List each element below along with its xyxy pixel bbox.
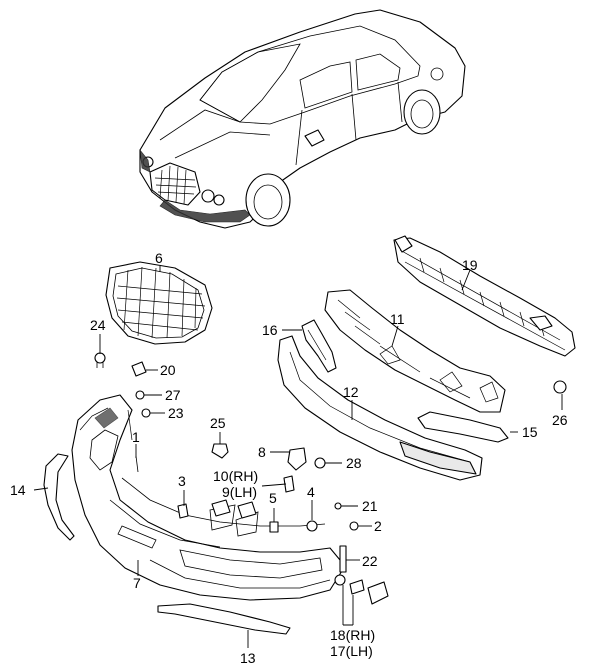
callout-9: 9(LH) [222, 484, 257, 500]
sedan-illustration [139, 9, 466, 229]
callout-22: 22 [362, 553, 378, 569]
callout-5: 5 [269, 490, 277, 506]
callout-8: 8 [258, 444, 266, 460]
bumper-bracket-part [301, 319, 337, 373]
energy-absorber-part [324, 289, 506, 413]
callout-16: 16 [262, 322, 278, 338]
bumper-moulding-part [417, 411, 509, 443]
side-moulding-part [43, 453, 75, 541]
callout-6: 6 [155, 250, 163, 266]
callout-13: 13 [240, 650, 256, 666]
callout-24: 24 [90, 317, 106, 333]
callout-27: 27 [165, 387, 181, 403]
radiator-grille-part [105, 261, 213, 345]
callout-18: 18(RH) [330, 627, 375, 643]
fastener-parts [94, 352, 567, 605]
lower-lip-part [157, 603, 291, 635]
callout-1: 1 [132, 429, 140, 445]
mounting-bracket-parts [211, 447, 307, 519]
callout-26: 26 [552, 412, 568, 428]
bumper-beam-part [393, 235, 576, 357]
callout-21: 21 [362, 498, 378, 514]
callout-28: 28 [346, 455, 362, 471]
callout-labels: 6 19 11 16 24 20 27 23 12 26 15 25 1 8 2… [10, 250, 568, 666]
callout-15: 15 [522, 424, 538, 440]
leader-lines [33, 266, 563, 648]
callout-3: 3 [178, 473, 186, 489]
callout-25: 25 [210, 415, 226, 431]
callout-2: 2 [374, 518, 382, 534]
callout-4: 4 [307, 484, 315, 500]
callout-19: 19 [462, 257, 478, 273]
callout-14: 14 [10, 482, 26, 498]
callout-20: 20 [160, 362, 176, 378]
callout-11: 11 [390, 311, 405, 327]
bumper-cover-beam-part [277, 335, 483, 481]
callout-12: 12 [343, 384, 359, 400]
callout-7: 7 [133, 575, 141, 591]
callout-10: 10(RH) [213, 468, 258, 484]
callout-17: 17(LH) [330, 643, 373, 659]
front-bumper-cover-part [71, 394, 346, 601]
callout-23: 23 [168, 405, 184, 421]
